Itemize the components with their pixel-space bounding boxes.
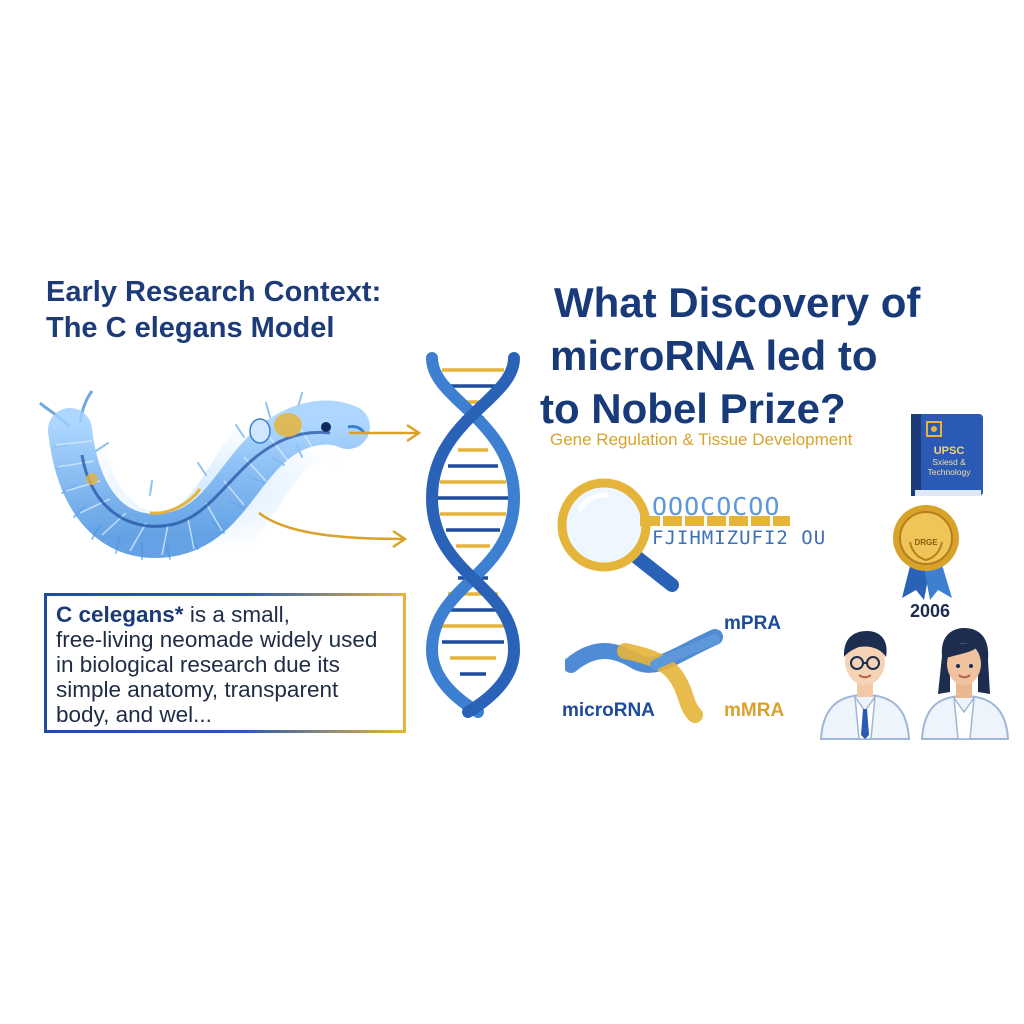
medal-icon bbox=[893, 505, 959, 600]
rna-ribbon-icon bbox=[565, 629, 723, 723]
book-line3: Technology bbox=[927, 467, 971, 477]
c-elegans-worm-icon bbox=[30, 385, 390, 585]
info-line4: simple anatomy, transparent bbox=[56, 677, 339, 702]
left-title-line2: The C elegans Model bbox=[46, 312, 335, 344]
left-panel-title: Early Research Context: The C elegans Mo… bbox=[46, 274, 381, 346]
left-title-line1: Early Research Context: bbox=[46, 276, 382, 308]
c-elegans-info-box: C celegans* is a small, free-living neom… bbox=[44, 593, 406, 733]
info-line1-rest: is a small, bbox=[183, 602, 290, 627]
book-title: UPSC Sxiesd & Technology bbox=[912, 445, 986, 477]
book-line1: UPSC bbox=[933, 445, 965, 457]
scientist-avatar-icon bbox=[819, 631, 911, 740]
subtitle: Gene Regulation & Tissue Development bbox=[550, 430, 853, 449]
info-line5: body, and wel... bbox=[56, 702, 212, 727]
scientist-avatar-icon-2 bbox=[920, 628, 1010, 740]
label-microrna: microRNA bbox=[562, 700, 655, 721]
magnifying-glass-icon bbox=[557, 478, 679, 592]
dna-double-helix-icon bbox=[425, 352, 521, 718]
sequence-code-line2: FJIHMIZUFI2 OU bbox=[652, 527, 827, 549]
book-line2: Sxiesd & bbox=[932, 457, 966, 467]
sequence-bar-icon bbox=[640, 516, 790, 526]
arrow-right-icon bbox=[349, 423, 422, 443]
main-title-line1: What Discovery of bbox=[554, 279, 921, 326]
label-mmra: mMRA bbox=[724, 700, 785, 721]
info-text: C celegans* is a small, free-living neom… bbox=[56, 602, 395, 727]
arrow-right-icon-curved bbox=[258, 512, 408, 549]
year-label: 2006 bbox=[910, 601, 951, 621]
info-line2: free-living neomade widely used bbox=[56, 627, 378, 652]
label-mpra: mPRA bbox=[724, 613, 782, 634]
info-emphasis: C celegans* bbox=[56, 602, 184, 627]
info-line3: in biological research due its bbox=[56, 652, 340, 677]
main-title-line3: to Nobel Prize? bbox=[540, 385, 846, 432]
main-title-line2: microRNA led to bbox=[550, 332, 878, 379]
medal-text: DRGE bbox=[914, 538, 938, 547]
book-icon bbox=[911, 414, 983, 496]
main-title: What Discovery of microRNA led to to Nob… bbox=[540, 276, 920, 435]
